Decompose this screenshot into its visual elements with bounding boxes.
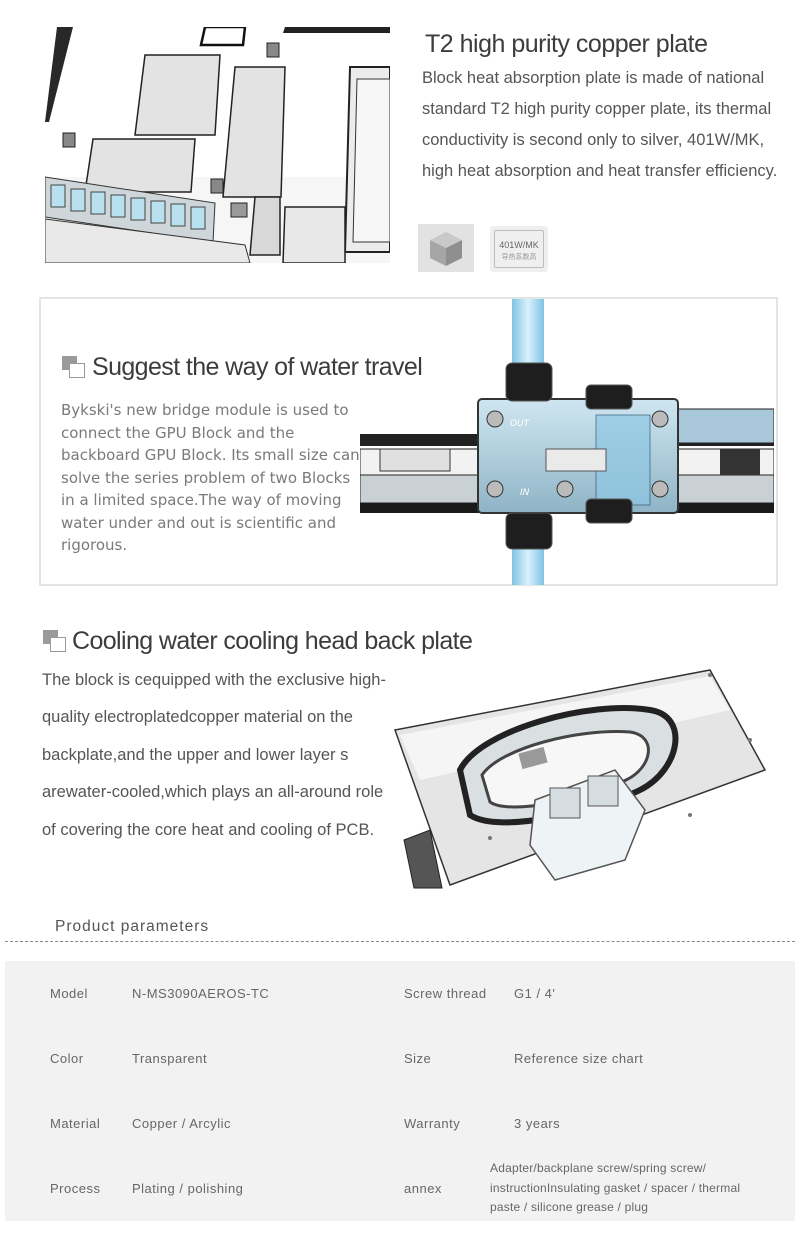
param-key: Model [50, 986, 88, 1001]
param-key: Warranty [404, 1116, 461, 1131]
param-value: Copper / Arcylic [132, 1116, 232, 1131]
out-label: OUT [510, 419, 531, 429]
param-key: annex [404, 1181, 442, 1196]
section-square-icon [62, 356, 86, 378]
copper-plate-image [45, 27, 390, 263]
table-row: Process Plating / polishing annex Adapte… [5, 1156, 795, 1221]
table-row: Material Copper / Arcylic Warranty 3 yea… [5, 1091, 795, 1156]
copper-plate-description: Block heat absorption plate is made of n… [422, 69, 778, 180]
thermal-conductivity-badge: 401W/MK 导热系数高 [490, 226, 548, 272]
param-value: N-MS3090AEROS-TC [132, 986, 270, 1001]
param-key: Material [50, 1116, 101, 1131]
back-plate-image [390, 660, 790, 890]
table-row: Model N-MS3090AEROS-TC Screw thread G1 /… [5, 961, 795, 1026]
param-key: Color [50, 1051, 84, 1066]
badge-value: 401W/MK [499, 240, 539, 250]
divider [5, 941, 795, 942]
product-parameters-title: Product parameters [55, 918, 210, 935]
param-key: Size [404, 1051, 432, 1066]
water-travel-description: Bykski's new bridge module is used to co… [61, 401, 360, 554]
param-value: G1 / 4' [514, 986, 556, 1001]
param-key: Screw thread [404, 986, 487, 1001]
back-plate-title: Cooling water cooling head back plate [72, 627, 473, 655]
back-plate-description: The block is cequipped with the exclusiv… [42, 671, 386, 839]
param-value: Transparent [132, 1051, 208, 1066]
in-label: IN [520, 488, 530, 498]
param-value: 3 years [514, 1116, 561, 1131]
copper-plate-title: T2 high purity copper plate [425, 30, 708, 58]
bridge-module-image: OUT IN [360, 299, 774, 585]
cube-icon [418, 224, 474, 272]
table-row: Color Transparent Size Reference size ch… [5, 1026, 795, 1091]
param-value: Reference size chart [514, 1051, 644, 1066]
section-square-icon [43, 630, 67, 652]
param-value: Adapter/backplane screw/spring screw/ in… [490, 1161, 741, 1215]
param-key: Process [50, 1181, 101, 1196]
water-travel-title: Suggest the way of water travel [92, 353, 423, 381]
param-value: Plating / polishing [132, 1181, 244, 1196]
badge-caption: 导热系数高 [501, 254, 537, 261]
